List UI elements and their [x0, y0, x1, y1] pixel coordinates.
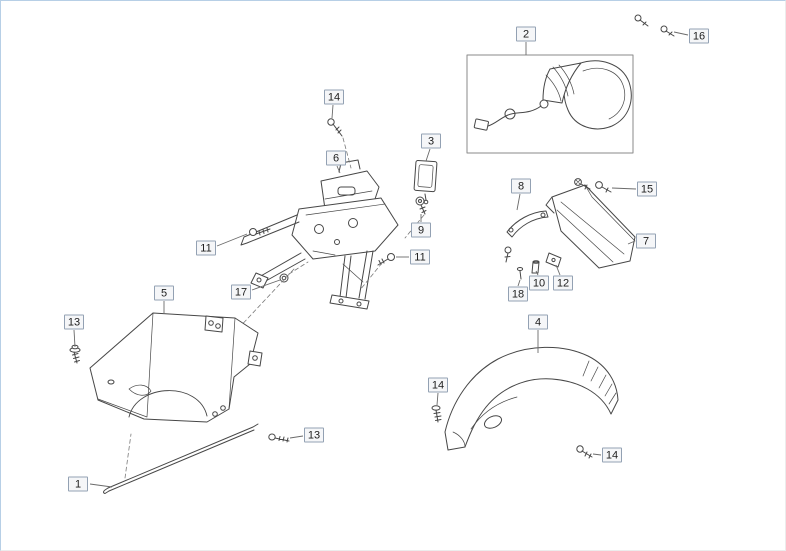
callout-1[interactable]: 1 [68, 476, 88, 492]
part-bolt-11-right [377, 253, 395, 266]
callout-label: 13 [67, 316, 81, 329]
callout-13[interactable]: 13 [304, 427, 324, 443]
leader-line [535, 270, 539, 276]
callout-label: 14 [605, 449, 619, 462]
leader-line [555, 264, 561, 276]
taillight-frame-box [466, 54, 634, 154]
part-tray-5 [89, 312, 263, 423]
callout-10[interactable]: 10 [529, 275, 549, 291]
part-fender-4 [444, 346, 619, 451]
part-spacer-10 [531, 260, 540, 274]
callout-label: 7 [642, 235, 650, 248]
part-screw-14-right [576, 445, 593, 459]
callout-label: 1 [74, 478, 82, 491]
part-screw-18 [516, 267, 524, 280]
callout-13[interactable]: 13 [64, 314, 84, 330]
callout-label: 14 [431, 379, 445, 392]
callout-label: 17 [234, 286, 248, 299]
leader-line [516, 193, 521, 211]
callout-label: 3 [427, 135, 435, 148]
part-tail-light [473, 60, 632, 131]
part-plate-3 [413, 159, 438, 205]
part-screw-15 [574, 178, 612, 193]
callout-11[interactable]: 11 [410, 249, 430, 265]
part-screw-13-right [268, 433, 290, 443]
callout-label: 11 [200, 242, 212, 255]
leader-lines-layer [73, 31, 689, 488]
callout-label: 8 [517, 180, 525, 193]
leader-line [673, 31, 689, 36]
callout-14[interactable]: 14 [324, 89, 344, 105]
callout-label: 14 [327, 91, 341, 104]
callout-label: 4 [534, 316, 542, 329]
callout-16[interactable]: 16 [689, 28, 709, 44]
callout-7[interactable]: 7 [636, 233, 656, 249]
leader-line [89, 483, 113, 488]
part-rod-1 [103, 423, 259, 494]
callout-12[interactable]: 12 [553, 275, 573, 291]
part-nut-17 [279, 273, 289, 283]
part-screw-16 [634, 14, 675, 37]
callout-14[interactable]: 14 [428, 377, 448, 393]
leader-line [425, 148, 431, 162]
leader-line [436, 392, 439, 406]
callout-17[interactable]: 17 [231, 284, 251, 300]
part-bolt-11-left [249, 227, 271, 236]
callout-5[interactable]: 5 [154, 285, 174, 301]
callout-label: 2 [522, 28, 530, 41]
leader-line [251, 279, 281, 291]
callout-18[interactable]: 18 [508, 286, 528, 302]
leader-line [627, 240, 636, 245]
callout-label: 5 [160, 287, 168, 300]
leader-line [216, 233, 248, 247]
callout-label: 6 [332, 152, 340, 165]
callout-label: 15 [640, 183, 654, 196]
leader-line [331, 104, 334, 119]
callout-9[interactable]: 9 [411, 222, 431, 238]
callout-14[interactable]: 14 [602, 447, 622, 463]
callout-4[interactable]: 4 [528, 314, 548, 330]
part-strip-8 [504, 210, 549, 263]
leader-line [611, 187, 637, 190]
callout-11[interactable]: 11 [196, 240, 216, 256]
leader-line [336, 165, 341, 174]
callout-3[interactable]: 3 [421, 133, 441, 149]
leader-line [289, 435, 304, 439]
part-bracket-assembly [240, 159, 399, 310]
leader-line [592, 453, 602, 456]
callout-label: 12 [556, 277, 570, 290]
callout-2[interactable]: 2 [516, 26, 536, 42]
part-flap-7 [545, 184, 636, 269]
part-clip-12 [545, 252, 562, 268]
callout-label: 10 [532, 277, 546, 290]
callout-6[interactable]: 6 [326, 150, 346, 166]
part-screw-14-mid [431, 405, 442, 423]
part-bolt-14-top [327, 118, 343, 137]
callout-label: 9 [417, 224, 425, 237]
leader-line [73, 329, 76, 348]
callout-15[interactable]: 15 [637, 181, 657, 197]
callout-label: 16 [692, 30, 706, 43]
callout-label: 13 [307, 429, 321, 442]
leader-line [517, 279, 521, 287]
callout-label: 18 [511, 288, 525, 301]
callout-label: 11 [414, 251, 426, 264]
callout-8[interactable]: 8 [511, 178, 531, 194]
